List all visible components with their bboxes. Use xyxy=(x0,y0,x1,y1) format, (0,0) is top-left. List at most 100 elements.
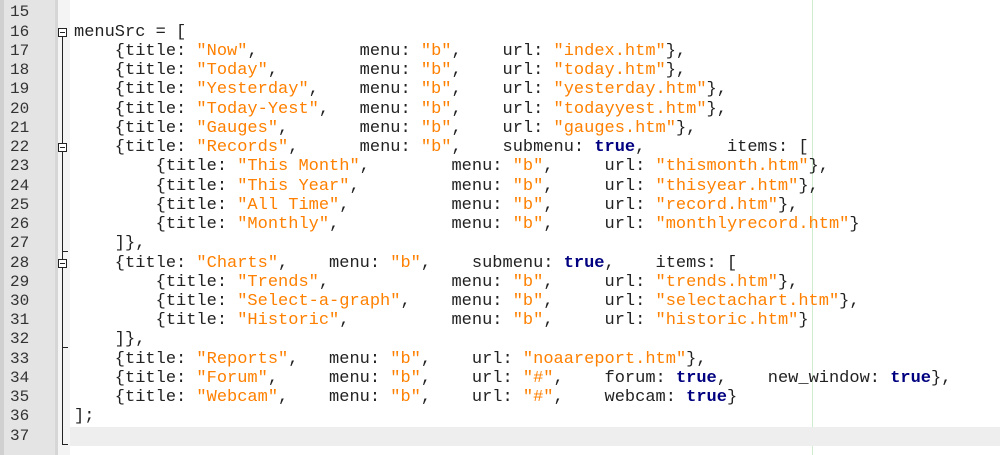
code-line[interactable]: {title: "Today-Yest", menu: "b", url: "t… xyxy=(74,100,1000,119)
line-number: 27 xyxy=(10,234,30,253)
code-line[interactable]: {title: "Monthly", menu: "b", url: "mont… xyxy=(74,215,1000,234)
code-text: , url: xyxy=(451,80,554,100)
code-line[interactable]: {title: "Historic", menu: "b", url: "his… xyxy=(74,311,1000,330)
code-line[interactable]: {title: "All Time", menu: "b", url: "rec… xyxy=(74,196,1000,215)
code-text: , menu: xyxy=(318,99,421,119)
string-literal: "b" xyxy=(512,195,544,215)
code-text: , url: xyxy=(543,292,656,311)
code-text: }, xyxy=(798,176,819,196)
code-text: , menu: xyxy=(267,368,391,388)
code-line[interactable]: {title: "Webcam", menu: "b", url: "#", w… xyxy=(74,388,1000,407)
code-text: , webcam: xyxy=(553,388,687,408)
line-number: 31 xyxy=(10,311,30,330)
line-number: 37 xyxy=(10,426,30,445)
gutter-separator xyxy=(55,0,58,455)
code-text: , menu: xyxy=(278,253,391,273)
code-text: }, xyxy=(839,292,860,311)
code-line[interactable]: {title: "Records", menu: "b", submenu: t… xyxy=(74,138,1000,157)
keyword: true xyxy=(686,388,727,408)
string-literal: "Today" xyxy=(196,61,268,81)
code-line[interactable]: {title: "Gauges", menu: "b", url: "gauge… xyxy=(74,119,1000,138)
code-text: , forum: xyxy=(553,368,676,388)
fold-collapse-icon[interactable] xyxy=(58,27,67,37)
string-literal: "Now" xyxy=(196,41,248,61)
code-text: , url: xyxy=(420,388,523,408)
fold-end-marker xyxy=(62,250,68,252)
string-literal: "Gauges" xyxy=(196,118,279,138)
code-line[interactable]: {title: "Today", menu: "b", url: "today.… xyxy=(74,61,1000,80)
string-literal: "monthlyrecord.htm" xyxy=(655,215,850,235)
code-text: , menu: xyxy=(359,157,513,177)
code-line[interactable]: {title: "Trends", menu: "b", url: "trend… xyxy=(74,273,1000,292)
string-literal: "Trends" xyxy=(237,272,319,292)
string-literal: "Forum" xyxy=(196,368,268,388)
string-literal: "b" xyxy=(512,215,544,235)
code-text: , url: xyxy=(451,118,554,138)
string-literal: "Records" xyxy=(196,138,289,158)
code-line[interactable]: ]; xyxy=(74,407,1000,426)
code-text: , menu: xyxy=(267,61,421,81)
string-literal: "b" xyxy=(512,176,544,196)
string-literal: "b" xyxy=(420,61,452,81)
line-number: 25 xyxy=(10,195,30,214)
line-number: 17 xyxy=(10,41,30,60)
fold-collapse-icon[interactable] xyxy=(58,258,67,268)
code-text: , url: xyxy=(543,157,656,177)
line-number: 16 xyxy=(10,22,30,41)
line-number: 23 xyxy=(10,157,30,176)
fold-collapse-icon[interactable] xyxy=(58,143,67,153)
string-literal: "thismonth.htm" xyxy=(655,157,809,177)
code-line[interactable]: {title: "This Year", menu: "b", url: "th… xyxy=(74,177,1000,196)
code-line[interactable]: {title: "Select-a-graph", menu: "b", url… xyxy=(74,292,1000,311)
code-line[interactable]: menuSrc = [ xyxy=(74,23,1000,42)
line-number: 30 xyxy=(10,292,30,310)
keyword: true xyxy=(890,368,931,388)
code-text: }, xyxy=(675,118,697,138)
code-text: , menu: xyxy=(329,215,513,235)
code-text: {title: xyxy=(74,41,197,61)
code-text: , menu: xyxy=(278,118,421,138)
code-text: ]}, xyxy=(74,330,146,350)
code-text: , menu: xyxy=(400,292,513,311)
code-line[interactable]: {title: "Now", menu: "b", url: "index.ht… xyxy=(74,42,1000,61)
code-text: {title: xyxy=(74,157,238,177)
code-line[interactable]: {title: "Charts", menu: "b", submenu: tr… xyxy=(74,254,1000,273)
code-text: {title: xyxy=(74,118,197,138)
code-text: , menu: xyxy=(339,311,513,331)
code-line[interactable]: {title: "Yesterday", menu: "b", url: "ye… xyxy=(74,80,1000,99)
string-literal: "trends.htm" xyxy=(655,272,778,292)
code-text: }, xyxy=(931,368,952,388)
code-text: , url: xyxy=(451,99,554,119)
line-number: 22 xyxy=(10,138,30,157)
code-text: }, xyxy=(686,349,707,369)
code-text: ]; xyxy=(74,407,95,427)
line-number: 26 xyxy=(10,215,30,234)
current-code-line[interactable] xyxy=(70,426,1000,446)
line-number-gutter[interactable] xyxy=(4,0,55,455)
line-number: 34 xyxy=(10,368,30,387)
code-text: {title: xyxy=(74,176,238,196)
code-text: {title: xyxy=(74,215,238,235)
string-literal: "Reports" xyxy=(196,349,289,369)
fold-margin[interactable] xyxy=(58,0,70,455)
code-text: {title: xyxy=(74,138,197,158)
code-line[interactable]: ]}, xyxy=(74,234,1000,253)
string-literal: "selectachart.htm" xyxy=(655,292,840,311)
string-literal: "Historic" xyxy=(237,311,340,331)
string-literal: "#" xyxy=(522,368,554,388)
code-text: } xyxy=(798,311,809,331)
string-literal: "b" xyxy=(390,349,421,369)
code-line[interactable]: ]}, xyxy=(74,330,1000,349)
keyword: true xyxy=(563,253,605,273)
code-line[interactable]: {title: "This Month", menu: "b", url: "t… xyxy=(74,157,1000,176)
string-literal: "b" xyxy=(420,99,452,119)
code-line[interactable]: {title: "Forum", menu: "b", url: "#", fo… xyxy=(74,369,1000,388)
code-text: {title: xyxy=(74,292,238,311)
string-literal: "This Year" xyxy=(237,176,350,196)
code-text: , menu: xyxy=(308,80,421,100)
code-line[interactable] xyxy=(74,3,1000,22)
code-text: , submenu: xyxy=(420,253,564,273)
string-literal: "record.htm" xyxy=(655,195,778,215)
code-line[interactable]: {title: "Reports", menu: "b", url: "noaa… xyxy=(74,350,1000,369)
code-text: , menu: xyxy=(349,176,513,196)
